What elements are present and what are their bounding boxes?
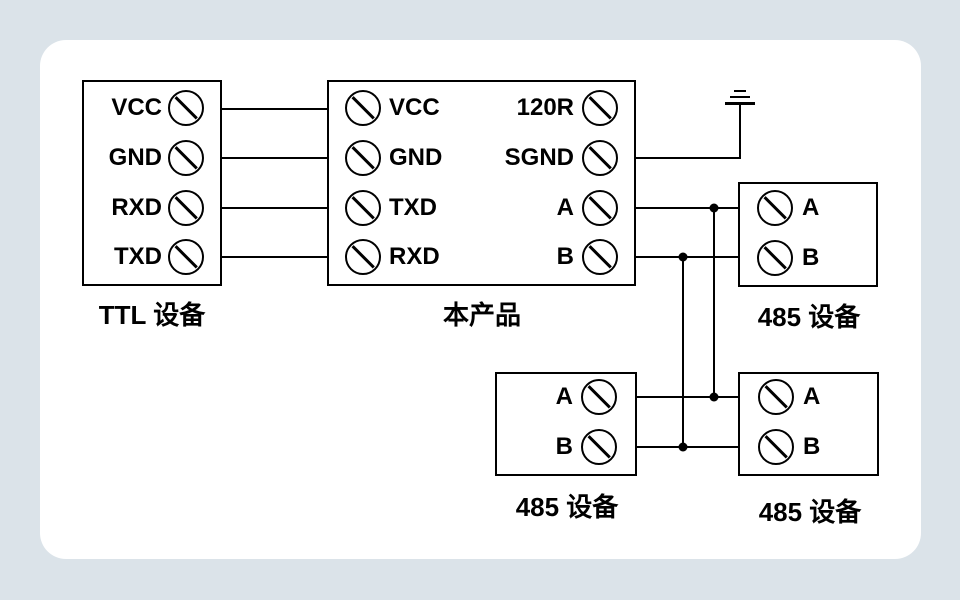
terminal-label: VCC [389, 94, 440, 121]
terminal-row-rxd: RXD [84, 190, 220, 226]
ttl-device-box: VCC GND RXD TXD [82, 80, 222, 286]
screw-terminal-icon [757, 240, 793, 276]
wire-gnd [220, 156, 329, 160]
terminal-row-rxd-b: RXD B [329, 239, 634, 275]
wire-a-bus-top [634, 206, 740, 210]
screw-terminal-icon [345, 239, 381, 275]
junction-dot [678, 442, 688, 452]
terminal-row-b: B [497, 429, 635, 465]
terminal-row-b: B [740, 429, 877, 465]
terminal-row-b: B [740, 240, 876, 276]
terminal-label: TXD [114, 243, 162, 270]
screw-terminal-icon [757, 190, 793, 226]
screw-terminal-icon [168, 90, 204, 126]
screw-terminal-icon [758, 429, 794, 465]
terminal-label: A [556, 194, 574, 221]
right-terminal: 120R [517, 90, 618, 126]
wire-a-bus-bottom [636, 395, 740, 399]
wire-vcc [220, 107, 329, 111]
terminal-label: A [802, 194, 820, 221]
rs485-device-box-bottom-right: A B [738, 372, 879, 476]
terminal-label: VCC [111, 94, 162, 121]
product-caption: 本产品 [442, 300, 522, 330]
screw-terminal-icon [582, 239, 618, 275]
terminal-label: A [803, 383, 821, 410]
screw-terminal-icon [582, 140, 618, 176]
terminal-row-txd-a: TXD A [329, 190, 634, 226]
right-terminal: A [557, 190, 618, 226]
terminal-row-a: A [740, 190, 876, 226]
left-terminal: GND [345, 140, 442, 176]
screw-terminal-icon [168, 239, 204, 275]
screw-terminal-icon [345, 90, 381, 126]
terminal-row-vcc: VCC [84, 90, 220, 126]
screw-terminal-icon [582, 90, 618, 126]
rs485-device-box-right: A B [738, 182, 878, 287]
terminal-row-a: A [740, 379, 877, 415]
screw-terminal-icon [345, 190, 381, 226]
terminal-label: B [555, 433, 573, 460]
screw-terminal-icon [581, 379, 617, 415]
terminal-row-a: A [497, 379, 635, 415]
left-terminal: TXD [345, 190, 437, 226]
screw-terminal-icon [581, 429, 617, 465]
right-terminal: B [557, 239, 618, 275]
wire-b-bus-bottom [636, 445, 740, 449]
wire-txd-rxd [220, 255, 329, 259]
screw-terminal-icon [758, 379, 794, 415]
screw-terminal-icon [345, 140, 381, 176]
terminal-label: SGND [504, 144, 574, 171]
wire-b-bus-vertical [681, 255, 685, 448]
terminal-label: B [802, 244, 820, 271]
product-box: VCC 120R GND SGND TXD A [327, 80, 636, 286]
left-terminal: RXD [345, 239, 440, 275]
rs485-device-box-bottom-middle: A B [495, 372, 637, 476]
junction-dot [709, 392, 719, 402]
terminal-row-gnd: GND [84, 140, 220, 176]
terminal-label: GND [389, 144, 443, 171]
junction-dot [709, 203, 719, 213]
terminal-label: 120R [516, 94, 574, 121]
wire-rxd-txd [220, 206, 329, 210]
terminal-label: B [803, 433, 821, 460]
junction-dot [678, 252, 688, 262]
screw-terminal-icon [168, 140, 204, 176]
terminal-label: B [556, 243, 574, 270]
wire-sgnd-ground [634, 156, 741, 160]
ttl-device-caption: TTL 设备 [98, 300, 206, 330]
terminal-label: A [555, 383, 573, 410]
terminal-label: TXD [389, 194, 437, 221]
terminal-label: RXD [389, 243, 440, 270]
terminal-label: GND [108, 144, 162, 171]
terminal-row-txd: TXD [84, 239, 220, 275]
terminal-row-gnd-sgnd: GND SGND [329, 140, 634, 176]
screw-terminal-icon [582, 190, 618, 226]
screw-terminal-icon [168, 190, 204, 226]
ground-stem [738, 103, 742, 158]
terminal-row-vcc-120r: VCC 120R [329, 90, 634, 126]
terminal-label: RXD [111, 194, 162, 221]
right-terminal: SGND [505, 140, 618, 176]
rs485-bottom-right-caption: 485 设备 [758, 497, 862, 527]
rs485-right-caption: 485 设备 [757, 302, 861, 332]
wire-a-bus-vertical [712, 206, 716, 399]
left-terminal: VCC [345, 90, 440, 126]
rs485-bottom-middle-caption: 485 设备 [515, 492, 619, 522]
